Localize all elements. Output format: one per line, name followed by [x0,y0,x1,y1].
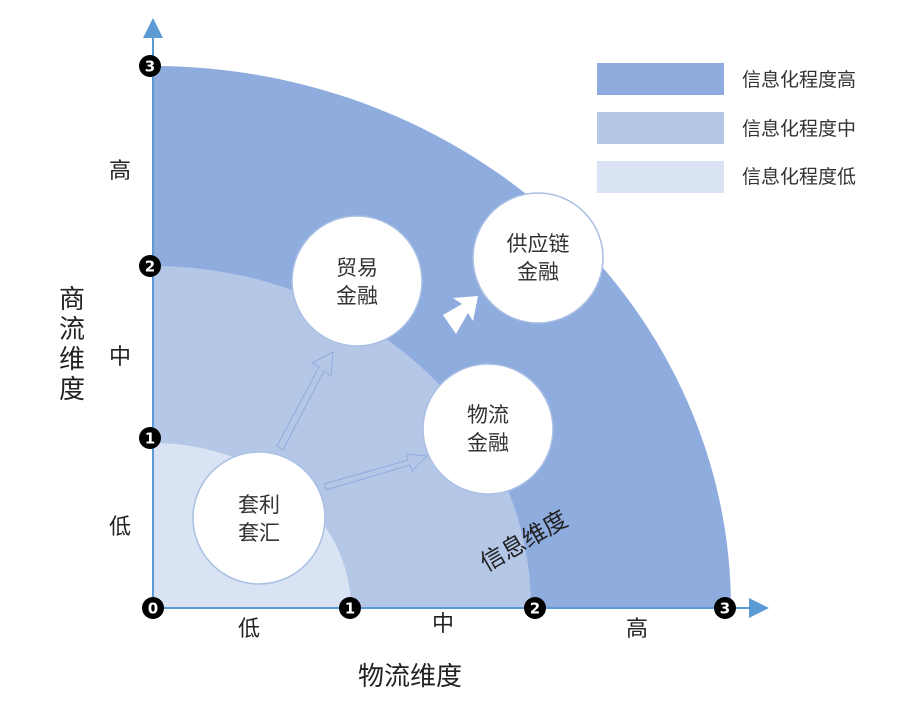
badge-origin-text: 0 [148,600,158,618]
x-level-mid: 中 [432,612,454,637]
arrow-to-supply-chain [443,296,478,334]
y-level-high: 高 [109,159,131,184]
node-logistics-finance-circle [422,363,554,495]
badge-origin [142,597,164,619]
y-axis-title-char-2: 维 [59,345,85,375]
node-supply-chain-finance-line1: 供应链 [507,232,570,256]
badge-y-3-text: 3 [145,58,155,76]
badge-x-2-text: 2 [530,600,540,618]
arrow-arbitrage-to-logistics [323,453,429,491]
y-axis-title-char-3: 度 [59,375,85,405]
legend-label-mid: 信息化程度中 [742,118,856,140]
x-level-low: 低 [238,617,260,642]
node-trade-finance-line2: 金融 [336,284,378,308]
legend-swatch-low [597,161,724,193]
badge-x-1-text: 1 [345,600,355,618]
badge-y-3 [139,55,161,77]
node-supply-chain-finance-circle [472,192,604,324]
x-axis-title: 物流维度 [358,662,462,692]
node-logistics-finance-line2: 金融 [467,431,509,455]
badge-x-2 [524,597,546,619]
x-level-high: 高 [626,617,648,642]
badge-x-3-text: 3 [720,600,730,618]
y-level-low: 低 [109,515,131,540]
badge-x-3 [714,597,736,619]
y-level-mid: 中 [109,345,131,370]
node-arbitrage-line2: 套汇 [238,521,280,545]
badge-x-1 [339,597,361,619]
node-supply-chain-finance-line2: 金融 [517,260,559,284]
arrow-arbitrage-to-trade [276,351,334,451]
node-trade-finance-line1: 贸易 [336,256,378,280]
node-arbitrage-circle [192,451,326,585]
legend-swatch-mid [597,112,724,144]
badge-y-1 [139,427,161,449]
legend-swatch-high [597,63,724,95]
node-arbitrage-line1: 套利 [238,493,280,517]
node-trade-finance-circle [291,215,423,347]
legend-label-low: 信息化程度低 [742,166,856,188]
badge-y-2-text: 2 [145,258,155,276]
badge-y-1-text: 1 [145,430,155,448]
y-axis-title-char-1: 流 [59,315,85,345]
legend-label-high: 信息化程度高 [742,69,856,91]
node-logistics-finance-line1: 物流 [467,403,509,427]
y-axis-title-char-0: 商 [59,285,85,315]
badge-y-2 [139,255,161,277]
